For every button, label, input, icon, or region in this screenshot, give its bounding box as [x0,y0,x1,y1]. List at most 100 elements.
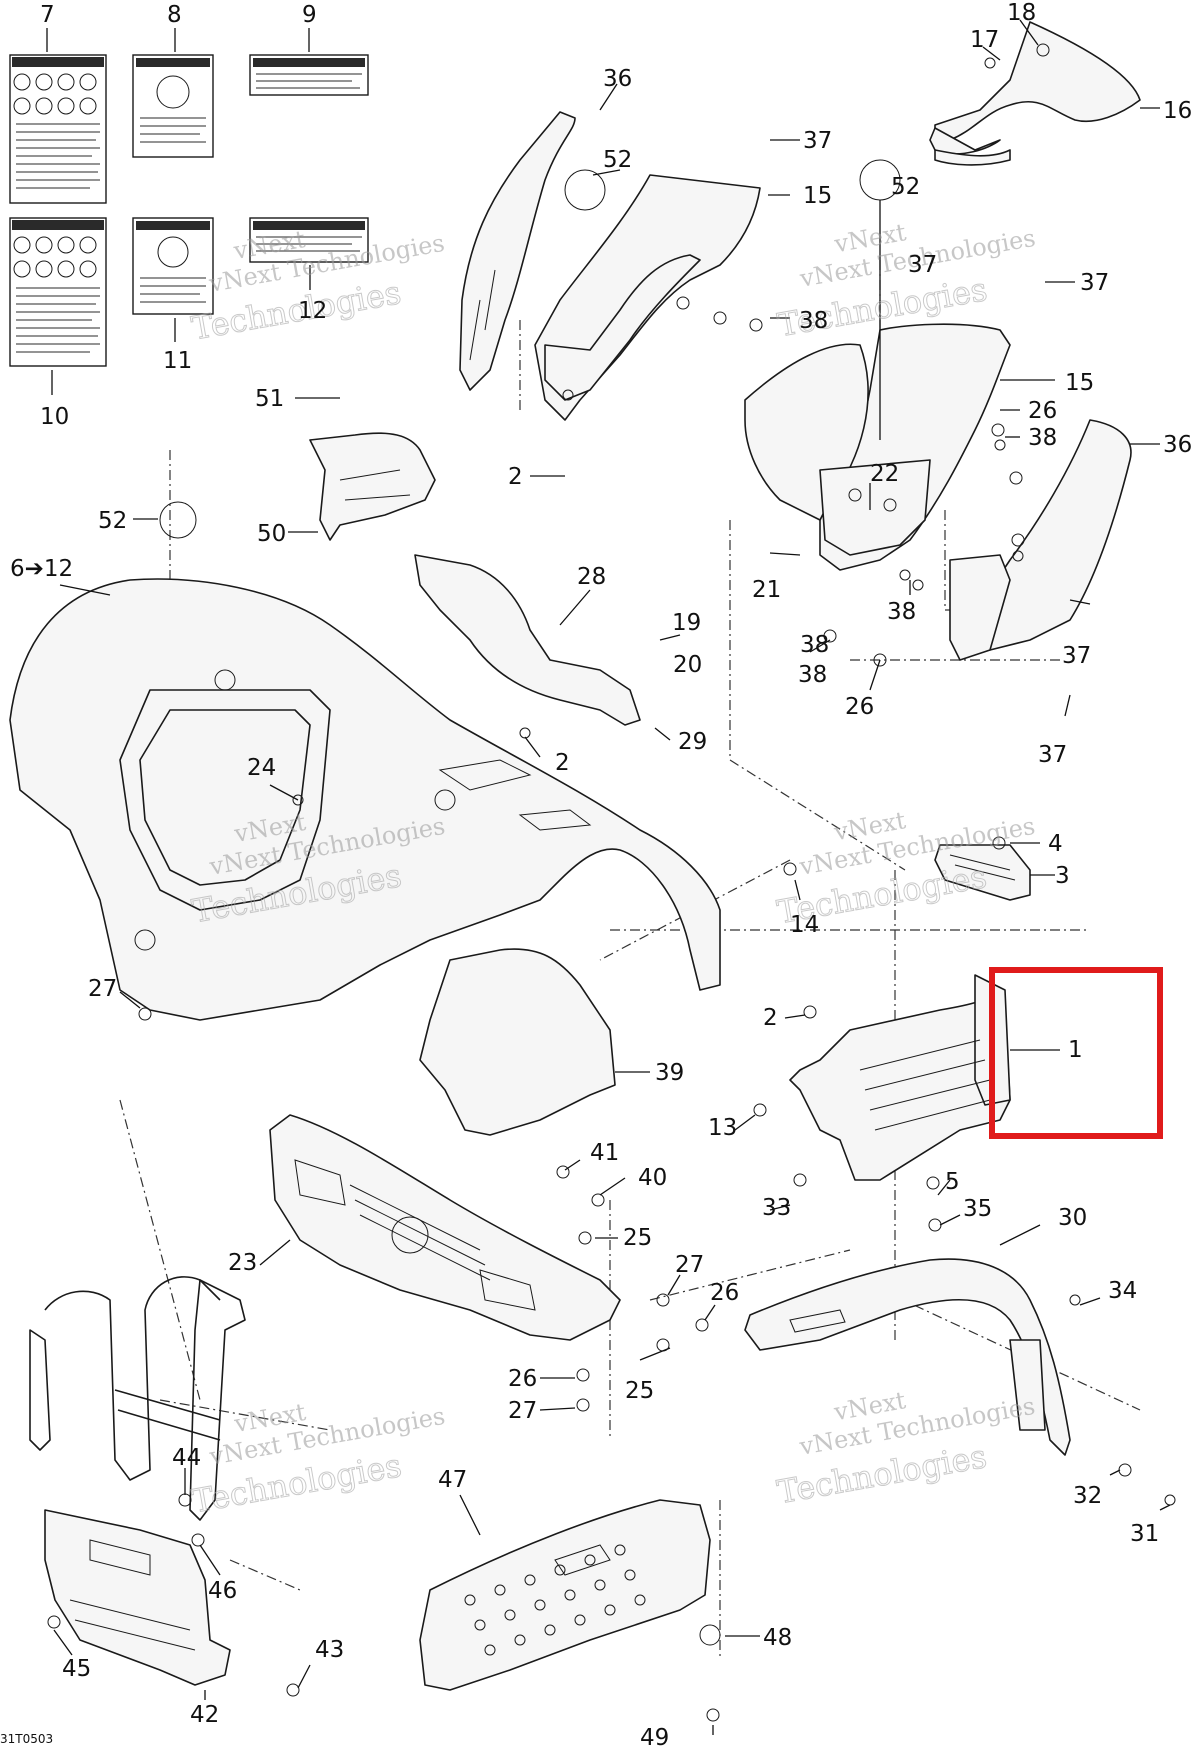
callout: 13 [708,1115,737,1141]
callout: 14 [790,912,819,938]
callout: 23 [228,1250,257,1276]
part-47-skid-plate [419,1499,711,1691]
part-1-footwell [789,974,1011,1181]
part-23-front-fascia [269,1114,621,1341]
callout: 26 [1028,398,1057,424]
decal-7-warning-label [9,54,107,204]
callout: 24 [247,755,276,781]
callout: 16 [1163,98,1192,124]
callout: 37 [803,128,832,154]
part-30-fender-flare [744,1258,1071,1456]
callout: 25 [625,1378,654,1404]
callout: 26 [845,694,874,720]
callout: 37 [908,252,937,278]
decal-8-warning-label [132,54,214,158]
part-front-guard-bar [29,1276,246,1521]
callout: 31 [1130,1521,1159,1547]
callout: 38 [799,308,828,334]
part-39-inner-guard [419,948,616,1136]
callout: 44 [172,1445,201,1471]
part-36-side-panel-left [459,111,576,391]
callout: 27 [508,1398,537,1424]
callout: 52 [603,147,632,173]
callout: 2 [555,750,570,776]
callout: 52 [891,174,920,200]
decal-11-warning-label-fr [132,217,214,315]
callout: 38 [1028,425,1057,451]
callout: 33 [762,1195,791,1221]
callout: 27 [88,976,117,1002]
callout: 10 [40,404,69,430]
callout: 32 [1073,1483,1102,1509]
callout: 21 [752,577,781,603]
callout: 1 [1068,1037,1083,1063]
callout: 48 [763,1625,792,1651]
callout: 36 [1163,432,1192,458]
drawing-code: 31T0503 [0,1732,53,1746]
callout: 27 [675,1252,704,1278]
callout: 11 [163,348,192,374]
callout: 15 [1065,370,1094,396]
callout: 37 [1038,742,1067,768]
leader-lines [46,19,1171,1735]
callout: 38 [798,662,827,688]
part-15-inner-fender-left [534,174,761,421]
callout: 52 [98,508,127,534]
callout: 49 [640,1725,669,1747]
decal-12-attention-label [249,217,369,263]
callout: 35 [963,1196,992,1222]
callout: 2 [508,464,523,490]
decal-9-caution-label [249,54,369,96]
decal-labels [9,54,369,367]
callout: 2 [763,1005,778,1031]
highlight-box-part-1 [989,967,1163,1139]
callout: 7 [40,2,55,28]
callout: 15 [803,183,832,209]
callout: 37 [1080,270,1109,296]
decal-10-warning-label-fr [9,217,107,367]
callout: 26 [508,1366,537,1392]
callout: 30 [1058,1205,1087,1231]
callout: 29 [678,729,707,755]
callout: 37 [1062,643,1091,669]
callout: 17 [970,27,999,53]
callout: 34 [1108,1278,1137,1304]
callout: 26 [710,1280,739,1306]
callout: 41 [590,1140,619,1166]
callout: 20 [673,652,702,678]
part-50-bracket [309,432,436,541]
part-42-front-skid-plate [44,1509,231,1686]
part-3-footrest [934,844,1031,901]
part-16-mud-flap [929,21,1141,166]
callout: 25 [623,1225,652,1251]
part-6-front-fender [9,578,721,1021]
callout: 4 [1048,831,1063,857]
callout: 39 [655,1060,684,1086]
callout: 38 [887,599,916,625]
callout: 28 [577,564,606,590]
part-36-side-panel-right [949,419,1132,661]
callout: 18 [1007,0,1036,26]
callout: 5 [945,1169,960,1195]
part-15-fender-right [744,323,1011,571]
part-28-inner-panel [414,554,641,726]
callout: 12 [298,298,327,324]
watermark: vNext vNext Technologies Technologies [774,1386,1037,1512]
callouts: 7 8 9 10 11 12 18 17 16 36 37 52 15 38 5… [10,0,1192,1747]
callout: 3 [1055,863,1070,889]
callout: 6➔12 [10,556,73,582]
fasteners [47,43,1176,1722]
callout: 9 [302,2,317,28]
callout: 38 [800,632,829,658]
callout: 40 [638,1165,667,1191]
callout: 50 [257,521,286,547]
callout: 19 [672,610,701,636]
watermark: vNext vNext Technologies Technologies [189,1398,448,1521]
callout: 36 [603,66,632,92]
callout: 8 [167,2,182,28]
callout: 42 [190,1702,219,1728]
callout: 43 [315,1637,344,1663]
callout: 22 [870,461,899,487]
callout: 46 [208,1578,237,1604]
